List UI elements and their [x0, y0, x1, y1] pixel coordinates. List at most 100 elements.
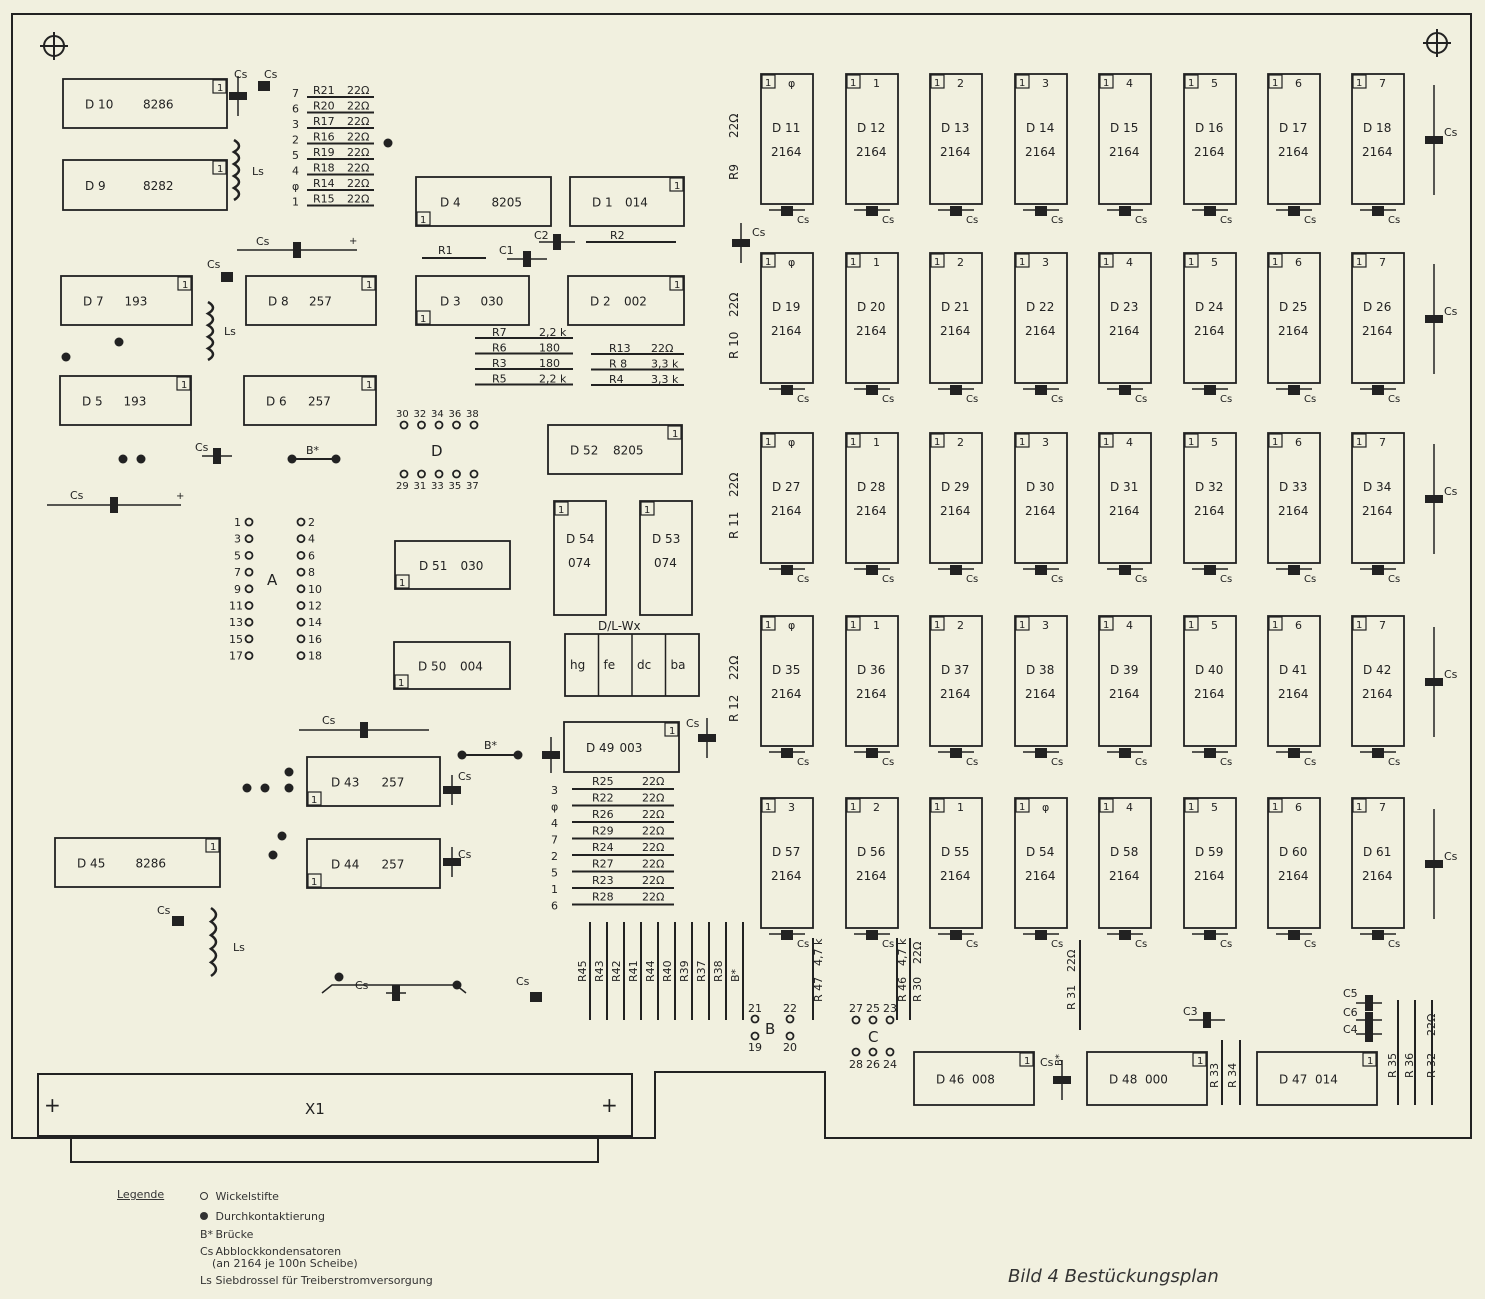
ic-d44: [306, 838, 441, 889]
cap-label: Cs: [1388, 574, 1400, 585]
pin1-label: 1: [934, 437, 940, 448]
resistor-value: 2,2 k: [539, 373, 567, 386]
wrap-pin: [785, 1031, 795, 1041]
ram-chip-name: D 38: [1026, 663, 1054, 677]
ic-d52: [547, 424, 683, 475]
wrap-pin: [296, 517, 306, 527]
pin1-marker: [1184, 74, 1199, 89]
via: [242, 783, 252, 793]
pin1-marker: [846, 798, 861, 813]
ram-chip: [760, 432, 814, 564]
pin-number: 28: [849, 1058, 863, 1071]
wrap-pin: [244, 634, 254, 644]
ram-chip: [1098, 615, 1152, 747]
ic-name: D 9: [85, 179, 106, 193]
ram-bit-label: 7: [1379, 619, 1386, 632]
resistor-label: R 10: [727, 332, 741, 359]
ic-name: D 6: [266, 395, 287, 409]
pin1-label: 1: [850, 802, 856, 813]
resistor-value: 4,7 k: [896, 938, 909, 966]
pin-number: 26: [866, 1058, 880, 1071]
wrap-pin: [785, 1014, 795, 1024]
wrap-pin: [244, 651, 254, 660]
cap-label: Cs: [1444, 305, 1458, 318]
resistor-value: 22Ω: [347, 84, 369, 97]
cap-label: Cs: [1135, 574, 1147, 585]
capacitor: [732, 239, 750, 247]
via: [334, 972, 344, 982]
wrap-pin-icon: [200, 1192, 208, 1200]
capacitor: [1204, 385, 1216, 395]
cap-label: Cs: [966, 394, 978, 405]
cap-label: Cs: [1388, 394, 1400, 405]
cap-label: Cs: [264, 68, 278, 81]
ic-type: 030: [481, 295, 504, 309]
capacitor: [1204, 206, 1216, 216]
pin1-label: 1: [934, 620, 940, 631]
pin-number: 30: [396, 409, 409, 420]
pin1-label: 1: [1188, 437, 1194, 448]
ram-chip: [845, 252, 899, 384]
ram-bit-label: 3: [1042, 436, 1049, 449]
pin-number: 29: [396, 481, 409, 492]
wrap-pin: [750, 1014, 760, 1024]
resistor-label: R16: [313, 131, 335, 144]
resistor-label: R 33: [1208, 1063, 1221, 1088]
ram-chip-type: 2164: [1278, 504, 1309, 518]
bit-label: 2: [551, 850, 558, 863]
ram-chip: [1183, 73, 1237, 205]
bit-label: 3: [551, 784, 558, 797]
ram-chip-type: 2164: [856, 869, 887, 883]
resistor-label: R45: [576, 960, 589, 982]
ram-chip-name: D 60: [1279, 845, 1307, 859]
pin1-label: 1: [1019, 78, 1025, 89]
cap-label: Cs: [355, 979, 369, 992]
legend-text: (an 2164 je 100n Scheibe): [212, 1257, 358, 1270]
ic-name: D 44: [331, 858, 359, 872]
pin1-label: 1: [765, 620, 771, 631]
bit-label: 5: [292, 149, 299, 162]
ram-chip: [929, 73, 983, 205]
legend-symbol: Cs: [200, 1245, 214, 1258]
pin-number: 22: [783, 1002, 797, 1015]
resistor-label: R6: [492, 342, 507, 355]
pin-number: 20: [783, 1041, 797, 1054]
resistor-label: R 32: [1425, 1053, 1438, 1078]
ic-type: 014: [1315, 1073, 1338, 1087]
ram-chip: [1267, 615, 1321, 747]
wrap-pin: [469, 420, 479, 430]
resistor-label: R29: [592, 825, 614, 838]
capacitor: [1288, 206, 1300, 216]
ram-chip-type: 2164: [1194, 145, 1225, 159]
ram-chip: [929, 615, 983, 747]
cap-label: C2: [534, 229, 549, 242]
cap-label: Cs: [1135, 757, 1147, 768]
capacitor: [1035, 385, 1047, 395]
ram-bit-label: 7: [1379, 801, 1386, 814]
ic-d46: [913, 1051, 1035, 1106]
ram-bit-label: 2: [957, 436, 964, 449]
cap-label: Cs: [1388, 757, 1400, 768]
resistor-label: R27: [592, 858, 614, 871]
via: [383, 138, 393, 148]
resistor-label: R15: [313, 193, 335, 206]
pin1-label: 1: [1188, 78, 1194, 89]
pin1-label: 1: [765, 78, 771, 89]
ic-name: D 49: [586, 741, 614, 755]
ic-type: 074: [568, 556, 591, 570]
pin1-label: 1: [1103, 620, 1109, 631]
ic-name: D 4: [440, 196, 461, 210]
pin1-marker: [640, 501, 655, 516]
pin1-label: 1: [398, 678, 404, 689]
resistor-label: R19: [313, 146, 335, 159]
capacitor: [1204, 565, 1216, 575]
ram-bit-label: 5: [1211, 256, 1218, 269]
pin1-marker: [212, 79, 227, 94]
pin-number: 35: [449, 481, 462, 492]
pin1-label: 1: [1188, 257, 1194, 268]
pin-number: 36: [449, 409, 462, 420]
capacitor-c2: [553, 234, 561, 250]
ic-d8: [245, 275, 377, 326]
ram-chip-type: 2164: [1194, 504, 1225, 518]
resistor-label: R24: [592, 841, 614, 854]
